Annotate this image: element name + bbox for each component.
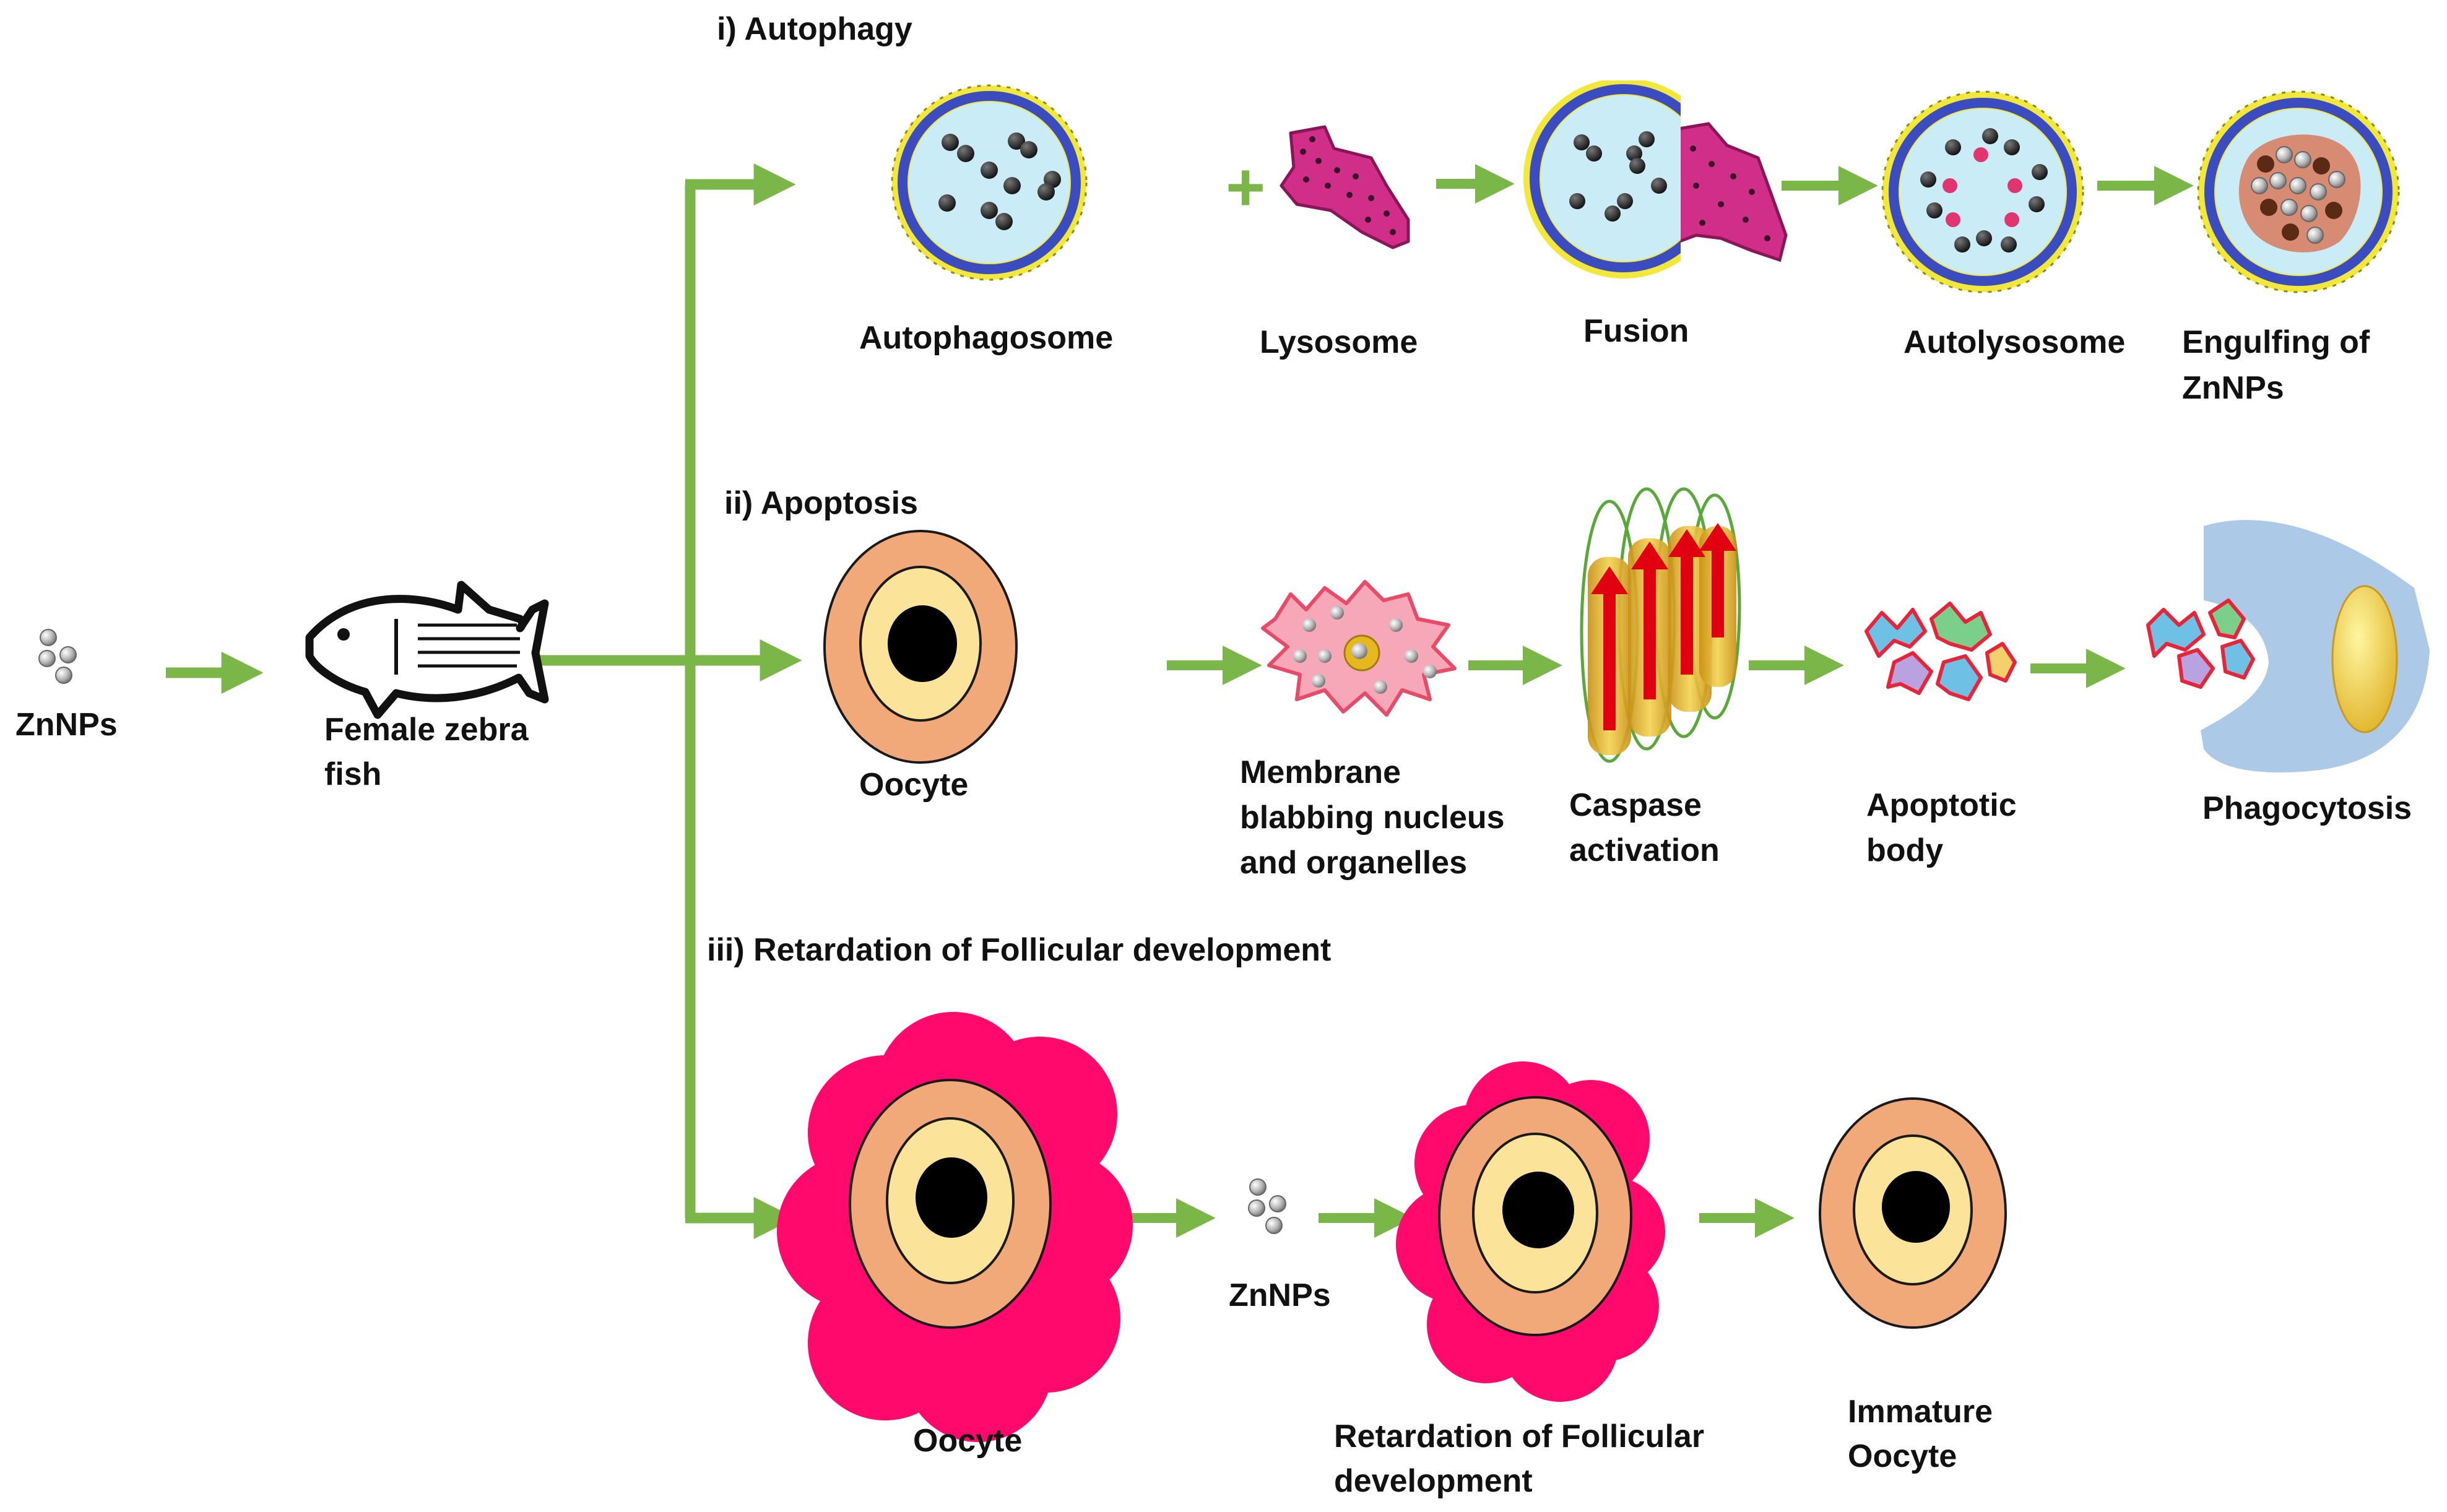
blabbing-label-line3: and organelles	[1240, 845, 1467, 881]
plus-sign: +	[1226, 149, 1265, 225]
apoptosis-title: ii) Apoptosis	[724, 485, 918, 521]
engulfing-label-line2: ZnNPs	[2182, 370, 2284, 406]
autolysosome-icon	[1881, 90, 2084, 293]
autophagosome-label: Autophagosome	[859, 320, 1113, 356]
retarded-follicle-icon	[1396, 1061, 1665, 1402]
apoptosis-oocyte-label: Oocyte	[859, 767, 968, 803]
oocyte-icon-apoptosis	[823, 530, 1018, 764]
autophagosome-icon	[891, 84, 1088, 281]
fusion-icon	[1523, 80, 1788, 279]
lysosome-icon	[1280, 125, 1410, 249]
engulfing-label-line1: Engulfing of	[2182, 324, 2370, 360]
apoptotic-label-line1: Apoptotic	[1866, 787, 2017, 823]
fusion-label: Fusion	[1583, 313, 1689, 349]
phagocytosis-icon	[2146, 520, 2430, 773]
caspase-label-line2: activation	[1569, 832, 1720, 868]
blabbing-label-line1: Membrane	[1240, 754, 1401, 790]
autolysosome-label: Autolysosome	[1903, 324, 2125, 360]
retarded-label-line2: development	[1334, 1463, 1533, 1499]
immature-label-line2: Oocyte	[1848, 1438, 1957, 1474]
source-znnps-label: ZnNPs	[15, 707, 118, 743]
connector-arrows	[166, 163, 2194, 1239]
engulfing-znnps-icon	[2197, 90, 2400, 293]
blabbing-label-line2: blabbing nucleus	[1240, 800, 1505, 836]
follicular-oocyte-label: Oocyte	[913, 1423, 1022, 1459]
membrane-blabbing-icon	[1261, 580, 1457, 717]
follicle-oocyte-icon	[777, 1012, 1133, 1442]
caspase-activation-icon	[1580, 487, 1741, 763]
phagocytosis-label: Phagocytosis	[2202, 790, 2412, 826]
np-cluster-follicular-icon	[1248, 1178, 1286, 1234]
retarded-label-line1: Retardation of Follicular	[1334, 1419, 1704, 1454]
lysosome-label: Lysosome	[1260, 324, 1418, 360]
follicular-znnps-label: ZnNPs	[1229, 1277, 1331, 1313]
apoptotic-body-icon	[1864, 602, 2017, 701]
immature-label-line1: Immature	[1848, 1394, 1993, 1430]
follicular-title: iii) Retardation of Follicular developme…	[707, 932, 1331, 968]
fish-label-line1: Female zebra	[324, 712, 529, 748]
apoptotic-label-line2: body	[1866, 832, 1943, 868]
zebrafish-icon	[305, 581, 549, 719]
caspase-label-line1: Caspase	[1569, 787, 1702, 823]
fish-label-line2: fish	[324, 756, 381, 792]
np-cluster-source-icon	[38, 629, 77, 684]
autophagy-title: i) Autophagy	[717, 11, 912, 47]
immature-oocyte-icon	[1819, 1097, 2007, 1329]
